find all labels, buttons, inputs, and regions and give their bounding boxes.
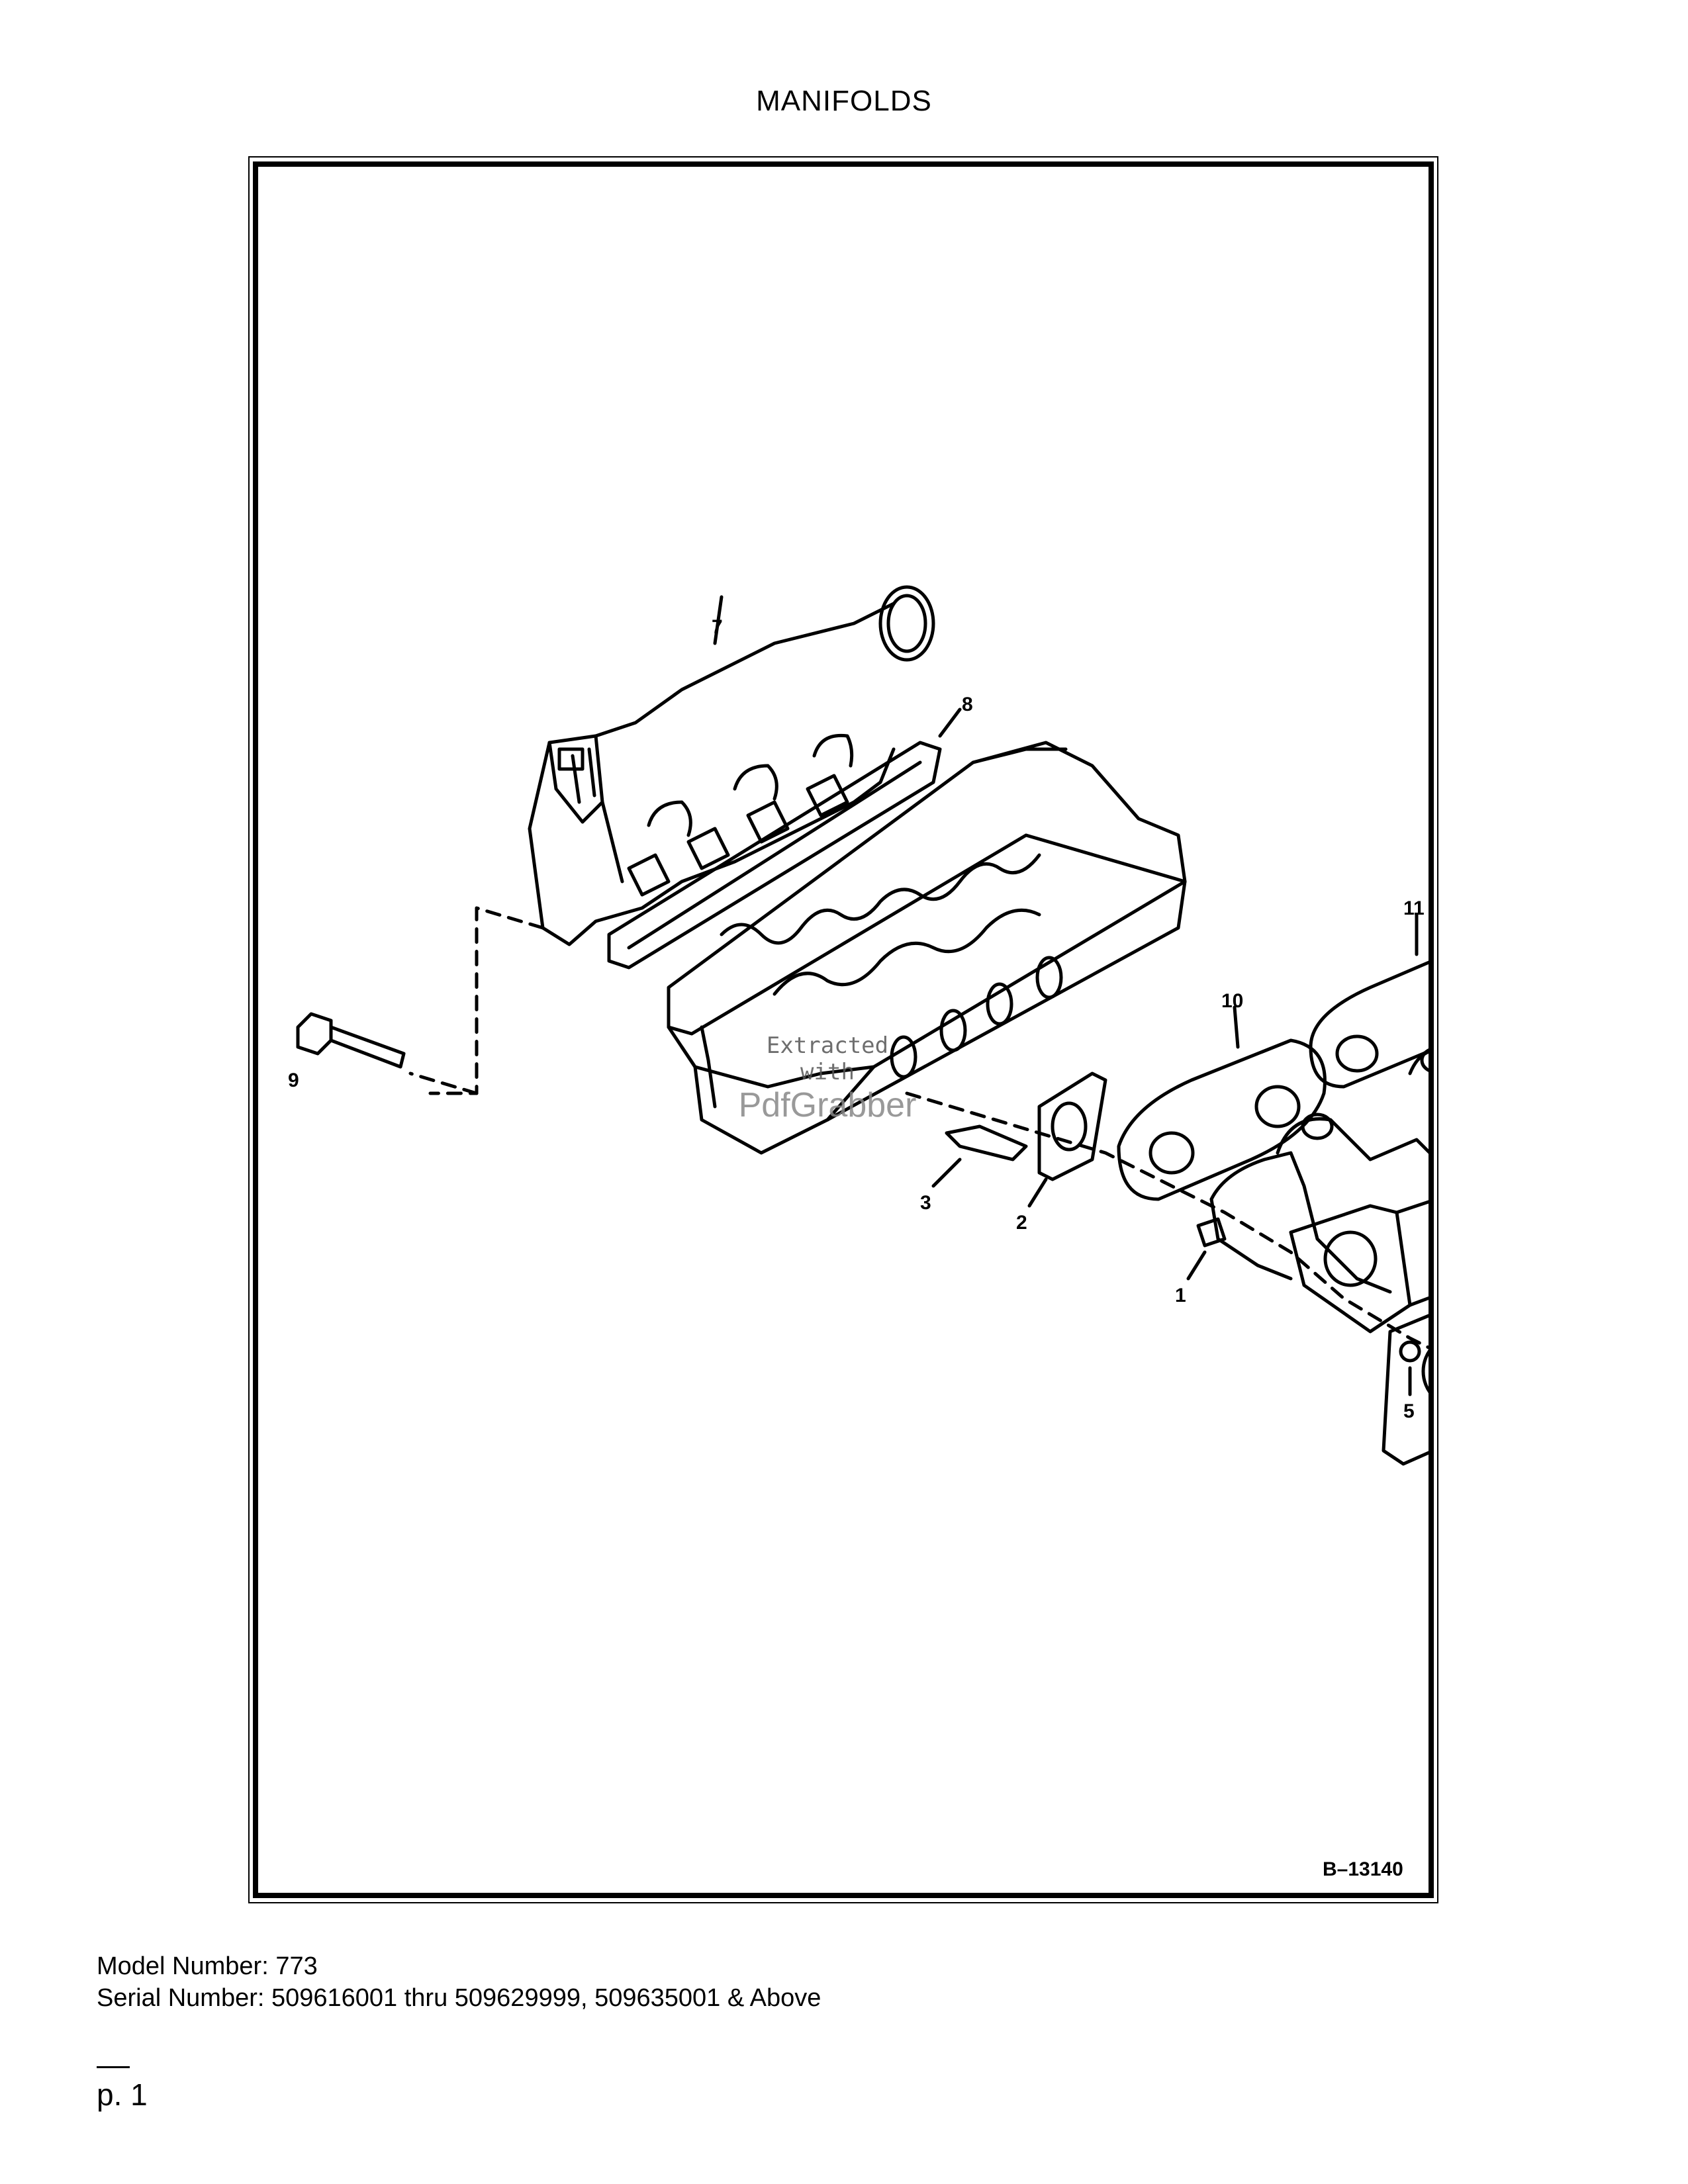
watermark-brand: PdfGrabber	[738, 1086, 917, 1124]
intake-manifold	[528, 585, 935, 946]
watermark-line-2: with	[800, 1059, 855, 1085]
callout-3: 3	[920, 1192, 931, 1214]
callout-11: 11	[1403, 897, 1425, 919]
exhaust-center-line	[905, 1091, 1429, 1349]
exhaust-gasket-11	[1309, 913, 1429, 1089]
serial-number: Serial Number: 509616001 thru 509629999,…	[97, 1984, 821, 2012]
figure-code: B–13140	[1323, 1858, 1403, 1880]
callout-5: 5	[1403, 1400, 1415, 1422]
figure-frame	[253, 161, 1434, 1898]
callout-1: 1	[1175, 1285, 1186, 1306]
diagram-content: 7 8 9 3 2 10 11 1 6 5 4	[288, 585, 1429, 1466]
pdfgrabber-watermark: Extracted with PdfGrabber	[722, 1032, 933, 1125]
exhaust-gasket-10	[1117, 1005, 1327, 1201]
bolt-9	[296, 1012, 406, 1069]
callout-7: 7	[712, 616, 723, 638]
callout-10: 10	[1221, 990, 1243, 1012]
model-number: Model Number: 773	[97, 1952, 318, 1980]
manifold-exploded-diagram: 7 8 9 3 2 10 11 1 6 5 4	[288, 585, 1429, 1466]
callout-8: 8	[962, 694, 973, 715]
page-title: MANIFOLDS	[756, 85, 932, 117]
spacer-2	[1027, 1071, 1107, 1208]
watermark-line-1: Extracted	[766, 1032, 889, 1059]
figure-frame-outer	[248, 156, 1438, 1903]
clamp-1	[1186, 1217, 1227, 1281]
page-number: p. 1	[97, 2077, 148, 2112]
callout-9: 9	[288, 1069, 299, 1091]
lockwasher-5	[1399, 1340, 1421, 1396]
outlet-gasket-6	[1382, 1314, 1429, 1466]
page-number-rule	[97, 2066, 130, 2068]
intake-gasket	[607, 707, 962, 970]
stud-3	[931, 1124, 1028, 1188]
bolt-9-guide-line	[408, 906, 545, 1095]
callout-2: 2	[1016, 1212, 1027, 1234]
cylinder-head	[667, 741, 1187, 1155]
